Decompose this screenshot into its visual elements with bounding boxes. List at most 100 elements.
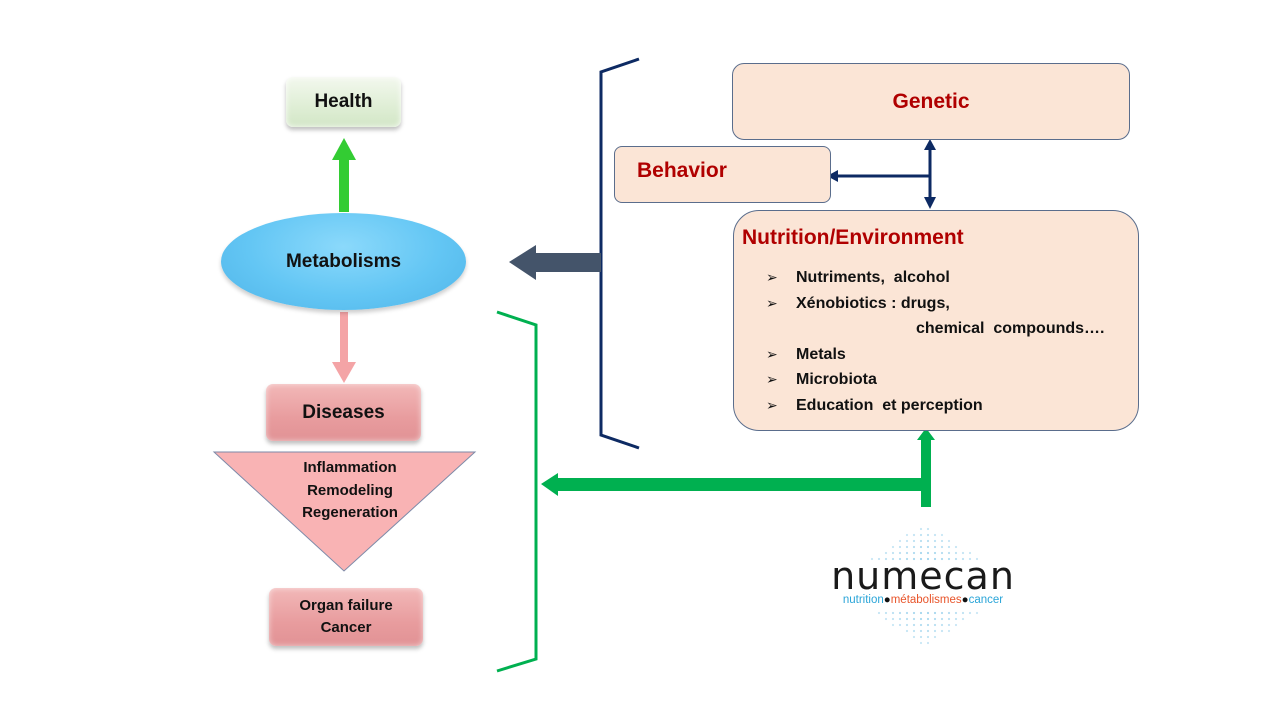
logo-dot <box>877 611 881 615</box>
logo-wordmark: numecan <box>831 554 1015 598</box>
logo-dot <box>919 629 923 633</box>
logo-dot <box>919 557 923 561</box>
logo-dot <box>940 557 944 561</box>
logo-dot <box>968 557 972 561</box>
logo-dot <box>912 635 916 639</box>
outcome-line: Organ failure <box>299 597 393 614</box>
logo-dot <box>884 551 888 555</box>
health-label: Health <box>314 91 373 112</box>
logo-dot <box>898 539 902 543</box>
diseases-box: Diseases <box>266 384 421 441</box>
logo-dot <box>926 635 930 639</box>
nutrition-title: Nutrition/Environment <box>742 226 964 249</box>
behavior-box: Behavior <box>614 146 831 203</box>
factors-bracket <box>599 57 640 450</box>
health-box: Health <box>286 77 401 127</box>
process-item: Regeneration <box>302 504 398 521</box>
logo-dot <box>877 557 881 561</box>
logo-dot <box>905 545 909 549</box>
logo-dot <box>912 629 916 633</box>
arrowhead-bullet-icon: ➢ <box>766 345 778 362</box>
logo-dot <box>898 551 902 555</box>
logo-dot <box>912 557 916 561</box>
logo-dot <box>912 617 916 621</box>
logo-dot <box>954 611 958 615</box>
process-item: Inflammation <box>303 459 397 476</box>
logo-dot <box>926 533 930 537</box>
logo-dot <box>975 557 979 561</box>
logo-dot <box>891 557 895 561</box>
organ-failure-box: Organ failure Cancer <box>269 588 423 646</box>
logo-dot <box>912 545 916 549</box>
logo-dot <box>933 533 937 537</box>
genetic-label: Genetic <box>892 89 970 113</box>
logo-dot <box>926 527 930 531</box>
logo-dot <box>919 641 923 645</box>
logo-dot <box>961 551 965 555</box>
logo-dot <box>926 641 930 645</box>
metabolisms-label: Metabolisms <box>285 250 402 272</box>
logo-dot <box>947 617 951 621</box>
logo-dot <box>891 545 895 549</box>
logo-dot <box>954 545 958 549</box>
logo-dot <box>898 557 902 561</box>
logo-dot-pattern <box>870 527 979 645</box>
logo-dot <box>919 611 923 615</box>
nutrition-item-continuation: chemical compounds…. <box>916 320 1105 337</box>
logo-dot <box>926 545 930 549</box>
logo-dot <box>884 611 888 615</box>
logo-dot <box>954 551 958 555</box>
logo-dot <box>898 545 902 549</box>
logo-dot <box>919 623 923 627</box>
genetic-box: Genetic <box>732 63 1130 140</box>
logo-dot <box>940 629 944 633</box>
nutrition-item: ➢Nutriments, alcohol <box>766 265 1104 291</box>
logo-dot <box>905 539 909 543</box>
logo-dot <box>933 557 937 561</box>
logo-dot <box>933 545 937 549</box>
logo-dot <box>898 617 902 621</box>
logo-dot <box>940 611 944 615</box>
logo-dot <box>954 617 958 621</box>
nutrition-item: ➢Metals <box>766 342 1104 368</box>
metabolisms-to-health-arrow <box>332 138 356 212</box>
logo-dot <box>968 611 972 615</box>
logo-dot <box>884 617 888 621</box>
nutrition-item: ➢Microbiota <box>766 367 1104 393</box>
diseases-bracket <box>496 310 538 673</box>
logo-dot <box>975 611 979 615</box>
logo-dot <box>891 551 895 555</box>
logo-dot <box>905 629 909 633</box>
logo-dot <box>919 527 923 531</box>
logo-dot <box>940 545 944 549</box>
logo-dot <box>926 629 930 633</box>
process-triangle <box>212 451 477 572</box>
logo-dot <box>961 611 965 615</box>
logo-dot <box>919 539 923 543</box>
logo-dot <box>947 623 951 627</box>
tagline-cancer: cancer <box>968 594 1004 606</box>
nutrition-item: ➢Xénobiotics : drugs, <box>766 291 1104 317</box>
logo-dot <box>898 611 902 615</box>
logo-dot <box>933 635 937 639</box>
logo-dot <box>891 623 895 627</box>
logo-dot <box>870 557 874 561</box>
factors-to-metabolisms-arrow <box>509 245 601 280</box>
arrowhead-bullet-icon: ➢ <box>766 396 778 413</box>
nutrition-environment-box: Nutrition/Environment ➢Nutriments, alcoh… <box>733 210 1139 431</box>
logo-dot <box>947 551 951 555</box>
arrowhead-bullet-icon: ➢ <box>766 371 778 387</box>
logo-dot <box>905 623 909 627</box>
outcome-line: Cancer <box>320 619 372 636</box>
logo-dot <box>891 611 895 615</box>
logo-dot <box>912 551 916 555</box>
logo-dot <box>947 545 951 549</box>
arrowhead-bullet-icon: ➢ <box>766 294 778 311</box>
logo-dot <box>905 617 909 621</box>
logo-dot <box>912 623 916 627</box>
logo-dot <box>891 617 895 621</box>
logo-dot <box>933 629 937 633</box>
logo-dot <box>898 623 902 627</box>
logo-dot <box>905 611 909 615</box>
